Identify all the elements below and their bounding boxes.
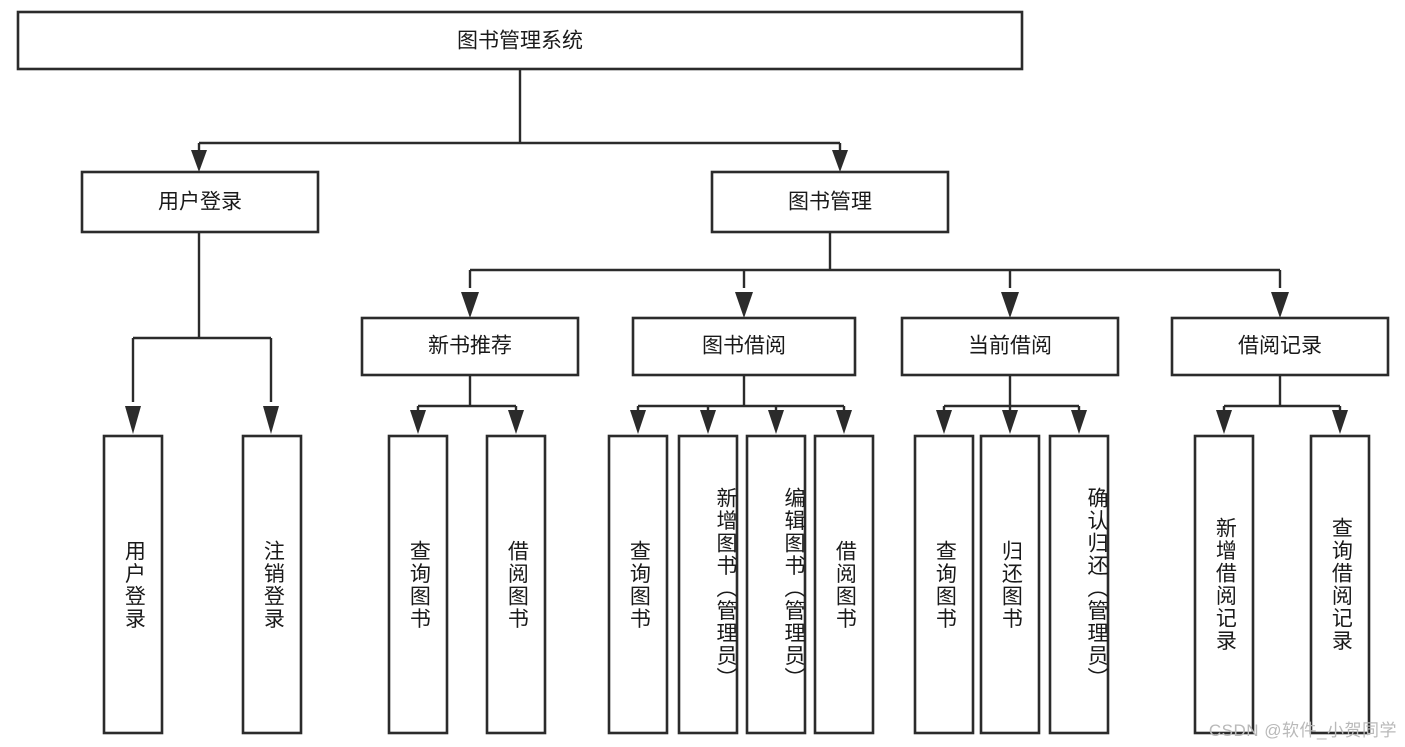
connector-userlogin-to-leaves <box>125 233 279 434</box>
node-current-borrow-label: 当前借阅 <box>968 335 1052 358</box>
node-book-borrow[interactable]: 图书借阅 <box>631 316 857 377</box>
node-borrow-record[interactable]: 借阅记录 <box>1170 316 1390 377</box>
leaf-rect-add-record <box>1193 434 1255 735</box>
node-new-book-recommend-label: 新书推荐 <box>428 335 512 358</box>
connector-bookmgmt-to-level3 <box>461 233 1289 318</box>
connector-root-to-level2 <box>191 70 848 172</box>
node-root-label: 图书管理系统 <box>457 30 583 53</box>
node-root[interactable]: 图书管理系统 <box>16 10 1024 71</box>
node-current-borrow[interactable]: 当前借阅 <box>900 316 1120 377</box>
node-book-management[interactable]: 图书管理 <box>710 170 950 234</box>
leaf-rect-user-login <box>102 434 164 735</box>
node-borrow-record-label: 借阅记录 <box>1238 335 1322 358</box>
leaf-rect-query-book-1 <box>387 434 449 735</box>
leaf-rect-query-record <box>1309 434 1371 735</box>
leaf-rect-borrow-book-2 <box>813 434 875 735</box>
node-new-book-recommend[interactable]: 新书推荐 <box>360 316 580 377</box>
leaf-rect-confirm-return <box>1048 434 1110 735</box>
connector-currentborrow-to-leaves <box>936 375 1087 434</box>
watermark-text: CSDN @软件_小贺同学 <box>1208 721 1397 740</box>
leaf-rects <box>102 434 1371 735</box>
leaf-rect-return-book <box>979 434 1041 735</box>
connector-bookborrow-to-leaves <box>630 375 852 434</box>
node-book-management-label: 图书管理 <box>788 191 872 214</box>
node-user-login[interactable]: 用户登录 <box>80 170 320 234</box>
leaf-rect-add-book <box>677 434 739 735</box>
connector-newbook-to-leaves <box>410 375 524 434</box>
leaf-rect-logout-login <box>241 434 303 735</box>
leaf-rect-query-book-2 <box>607 434 669 735</box>
connector-borrowrecord-to-leaves <box>1216 375 1348 434</box>
leaf-rect-query-book-3 <box>913 434 975 735</box>
leaf-rect-borrow-book-1 <box>485 434 547 735</box>
leaf-rect-edit-book <box>745 434 807 735</box>
node-book-borrow-label: 图书借阅 <box>702 335 786 358</box>
node-user-login-label: 用户登录 <box>158 191 242 214</box>
